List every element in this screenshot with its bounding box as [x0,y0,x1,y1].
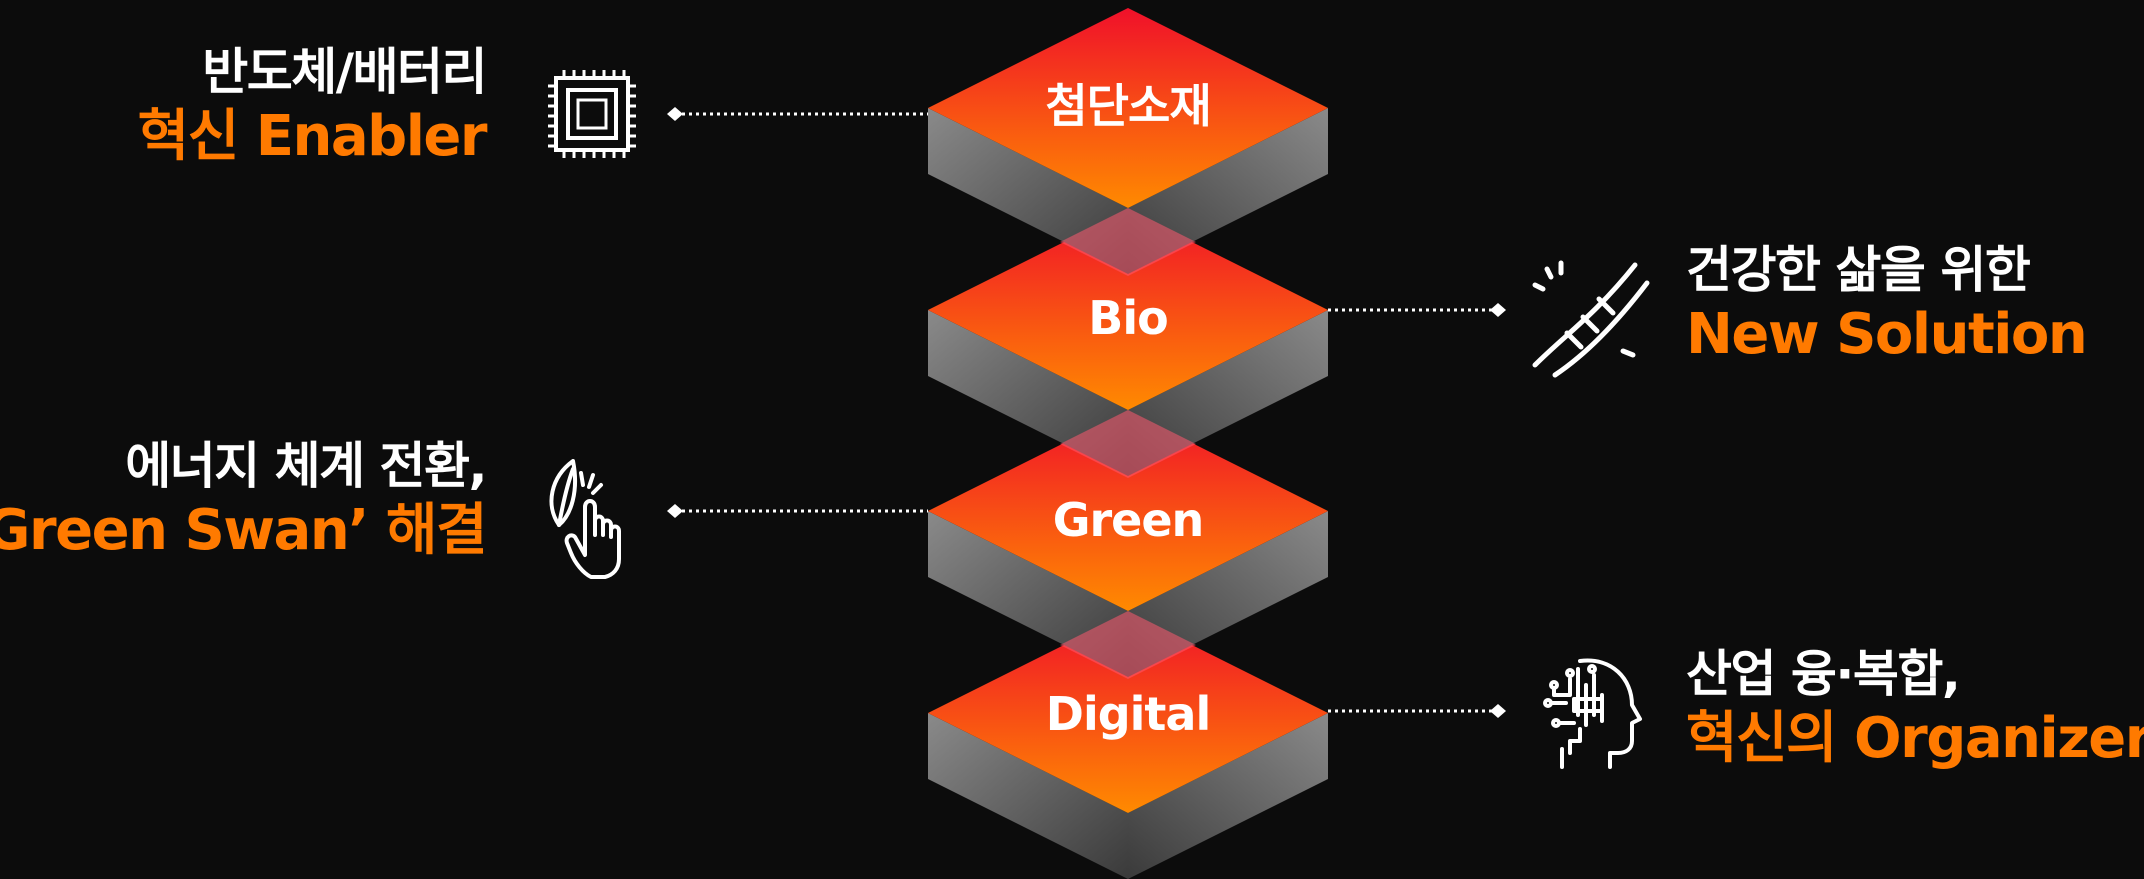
layer-label-advanced-materials: 첨단소재 [1045,79,1210,133]
callout-bio-line2: New Solution [1686,302,2088,367]
dna-icon [1532,260,1650,378]
layer-label-bio: Bio [1088,291,1167,345]
callout-digital: 산업 융·복합, 혁신의 Organizer [1686,644,2144,773]
chip-icon [548,70,636,158]
callout-digital-line2: 혁신의 Organizer [1686,706,2144,771]
layer-label-green: Green [1053,493,1204,547]
callout-materials-line2: 혁신 Enabler [137,104,488,169]
ai-head-icon [1543,658,1642,769]
callout-green-line1: 에너지 체계 전환, [125,437,487,495]
layer-overlap-bio-green [1060,410,1196,478]
callout-green-line2: ‘Green Swan’ 해결 [0,498,488,563]
callout-materials-line1: 반도체/배터리 [202,43,487,101]
connector-materials [667,107,928,121]
connector-bio [1328,303,1506,317]
layer-green: Green [928,411,1328,677]
callout-green: 에너지 체계 전환, ‘Green Swan’ 해결 [0,436,488,565]
connector-green [667,504,928,518]
callout-bio: 건강한 삶을 위한 New Solution [1686,240,2088,369]
layer-overlap-green-digital [1060,611,1196,679]
connector-digital [1328,704,1506,718]
layer-bio: Bio [928,210,1328,476]
callout-digital-line1: 산업 융·복합, [1686,645,1961,703]
layer-label-digital: Digital [1046,687,1210,741]
callout-bio-line1: 건강한 삶을 위한 [1686,241,2031,299]
callout-materials: 반도체/배터리 혁신 Enabler [137,42,488,171]
layer-digital: Digital [928,613,1328,879]
layer-overlap-materials-bio [1060,208,1196,276]
layer-advanced-materials: 첨단소재 [928,8,1328,274]
leaf-hand-icon [549,459,621,579]
